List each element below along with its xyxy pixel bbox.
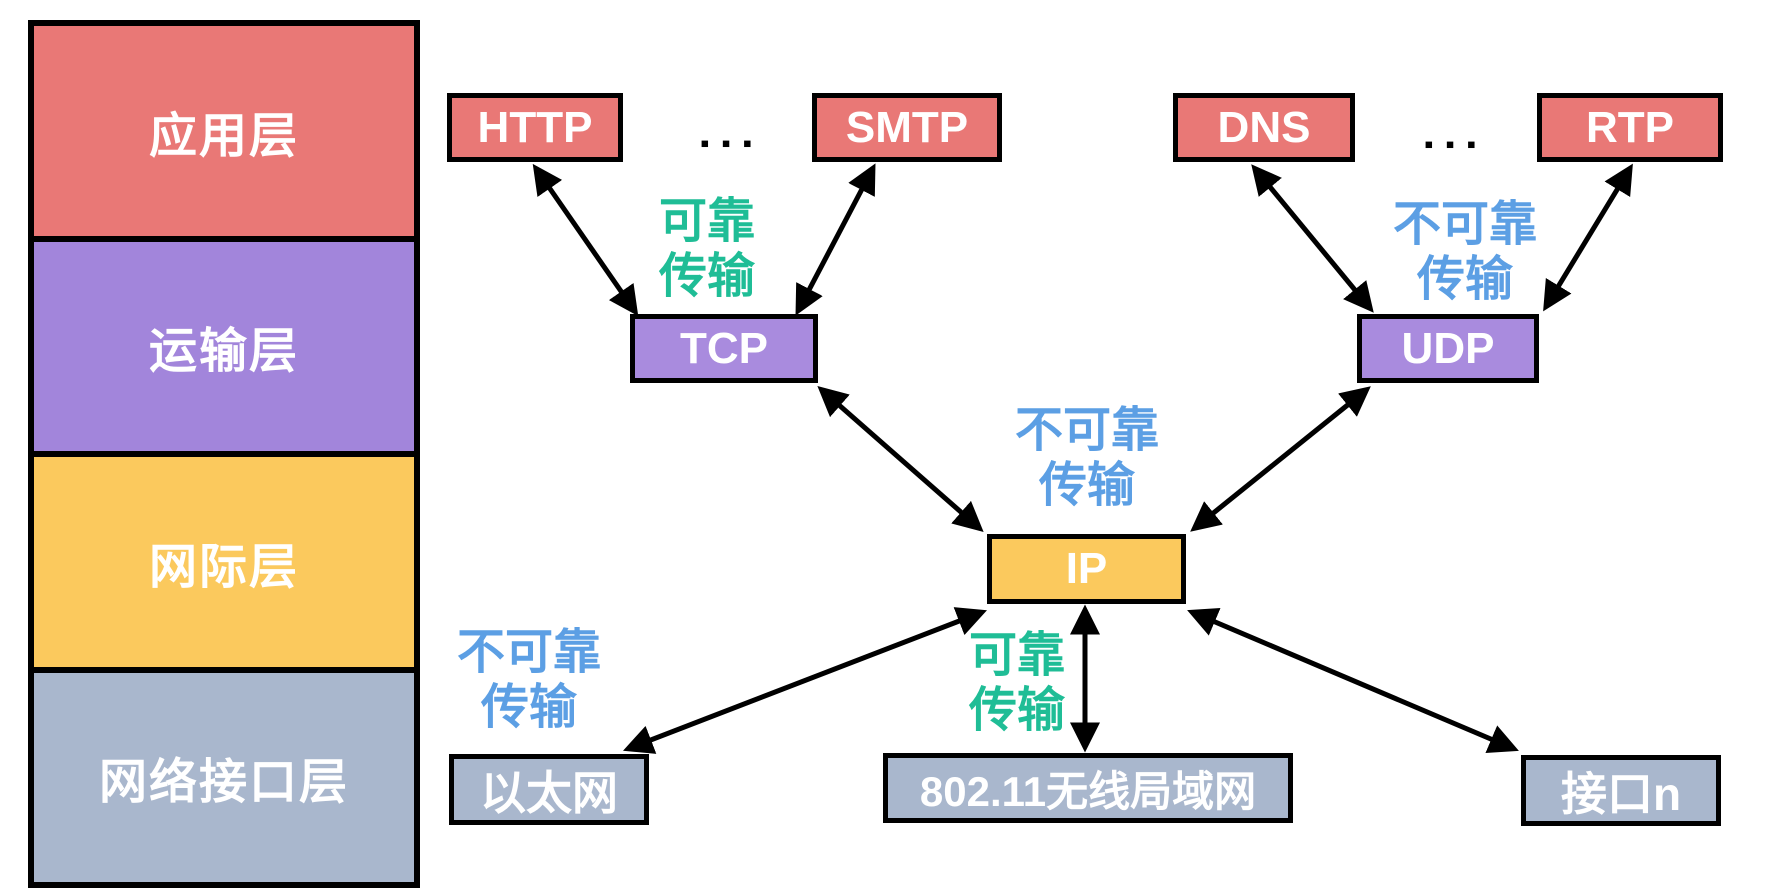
protocol-box-udp: UDP (1357, 314, 1539, 383)
protocol-box-tcp: TCP (630, 314, 818, 383)
label-unreliable-ip: 不可靠 传输 (1015, 403, 1159, 513)
arrow-smtp-tcp (795, 163, 876, 316)
label-line: 传输 (1416, 253, 1514, 306)
arrow-ip-interface-n (1187, 607, 1519, 754)
ellipsis-left: ▪▪▪ (700, 128, 764, 158)
layer-stack: 应用层 运输层 网际层 网络接口层 (28, 20, 420, 888)
layer-application: 应用层 (34, 26, 414, 242)
arrow-rtp-udp (1543, 163, 1633, 312)
label-line: 不可靠 (456, 626, 602, 679)
label-line: 传输 (480, 681, 578, 734)
label-line: 不可靠 (1014, 404, 1160, 457)
label-reliable-wlan: 可靠 传输 (969, 628, 1065, 738)
label-line: 传输 (968, 684, 1066, 737)
protocol-box-ip: IP (987, 534, 1186, 604)
layer-transport: 运输层 (34, 241, 414, 457)
protocol-box-dns: DNS (1173, 93, 1355, 162)
protocol-box-smtp: SMTP (812, 93, 1002, 162)
label-reliable-tcp: 可靠 传输 (659, 194, 755, 304)
label-line: 传输 (1038, 459, 1136, 512)
arrow-tcp-ip (817, 386, 984, 532)
ellipsis-right: ▪▪▪ (1424, 129, 1488, 159)
label-line: 不可靠 (1392, 198, 1538, 251)
arrow-dns-udp (1251, 164, 1374, 313)
label-unreliable-udp: 不可靠 传输 (1393, 197, 1537, 307)
arrow-udp-ip (1190, 386, 1371, 532)
arrow-http-tcp (532, 163, 639, 317)
protocol-box-wlan: 802.11无线局域网 (883, 753, 1293, 823)
layer-network-interface: 网络接口层 (34, 672, 414, 882)
protocol-box-interface-n: 接口n (1521, 755, 1721, 826)
label-unreliable-ethernet: 不可靠 传输 (457, 625, 601, 735)
layer-internet: 网际层 (34, 457, 414, 673)
protocol-box-rtp: RTP (1537, 93, 1723, 162)
label-line: 可靠 (968, 629, 1066, 682)
label-line: 可靠 (658, 195, 756, 248)
arrow-ip-ethernet (623, 607, 987, 754)
protocol-box-http: HTTP (447, 93, 623, 162)
protocol-box-ethernet: 以太网 (449, 754, 649, 825)
label-line: 传输 (658, 250, 756, 303)
